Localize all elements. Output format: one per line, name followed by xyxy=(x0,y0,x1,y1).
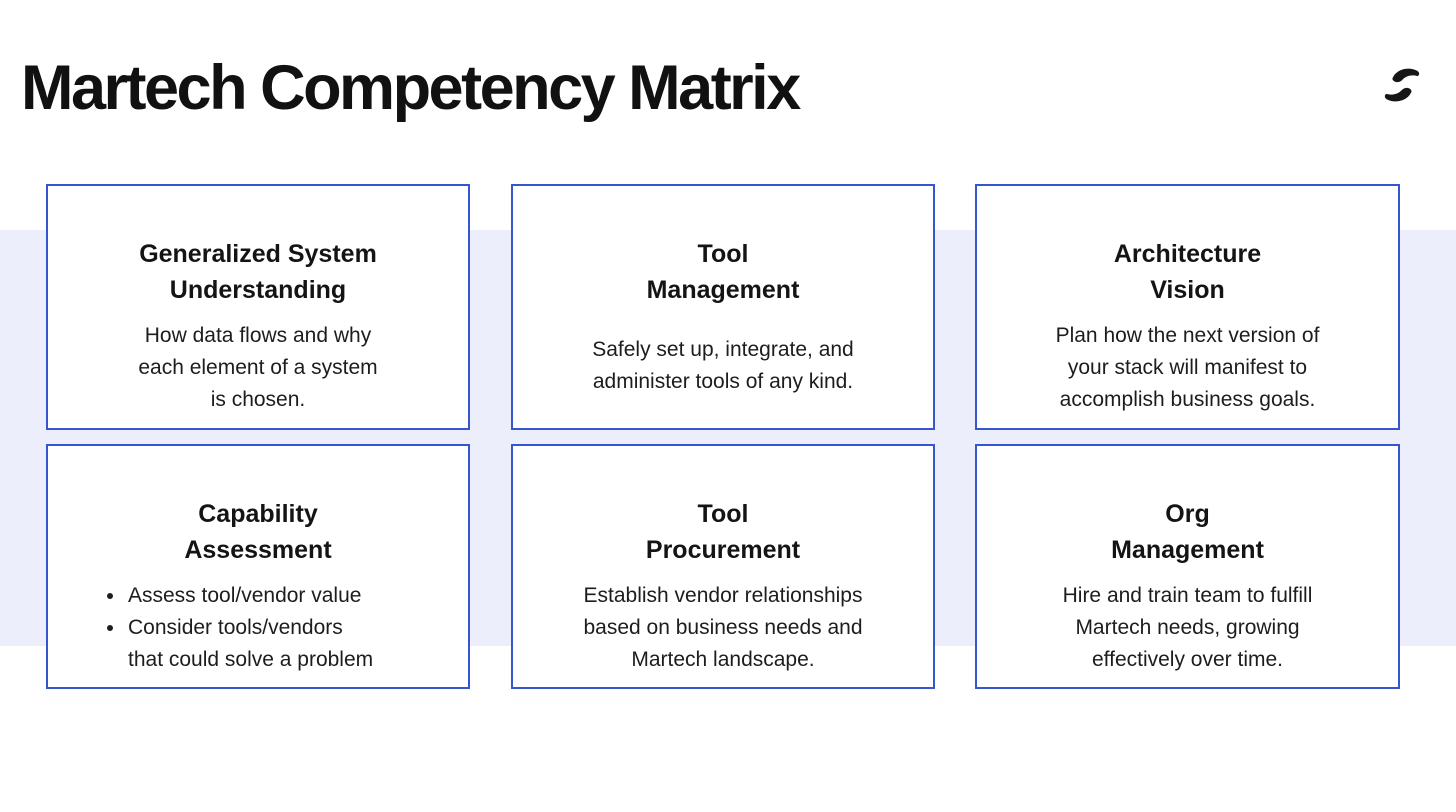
card-title-line: Capability xyxy=(198,500,318,528)
card-title: Generalized System Understanding xyxy=(139,236,377,308)
card-body-line: Establish vendor relationships xyxy=(583,584,863,607)
card-title-line: Tool xyxy=(697,240,749,268)
card-body-line: Martech landscape. xyxy=(631,648,815,671)
card-body-line: Plan how the next version of xyxy=(1055,324,1320,347)
card-body-line: Martech needs, growing xyxy=(1075,616,1300,639)
swoosh-mark-icon xyxy=(1384,68,1420,102)
card-title-line: Management xyxy=(1111,536,1264,564)
card-body-line: based on business needs and xyxy=(583,616,863,639)
bullet-line: Assess tool/vendor value xyxy=(128,584,362,607)
card-capability-assessment: Capability Assessment Assess tool/vendor… xyxy=(46,444,470,689)
card-body-line: How data flows and why xyxy=(144,324,372,347)
card-body: Safely set up, integrate, and administer… xyxy=(592,334,854,398)
card-architecture-vision: Architecture Vision Plan how the next ve… xyxy=(975,184,1400,430)
card-body: Hire and train team to fulfill Martech n… xyxy=(1063,580,1313,676)
card-body-line: Hire and train team to fulfill xyxy=(1062,584,1313,607)
card-body: How data flows and why each element of a… xyxy=(138,320,377,416)
card-body: Establish vendor relationships based on … xyxy=(583,580,862,676)
bullet-line: that could solve a problem xyxy=(128,648,374,671)
card-org-management: Org Management Hire and train team to fu… xyxy=(975,444,1400,689)
card-body-line: is chosen. xyxy=(210,388,306,411)
card-title-line: Vision xyxy=(1150,276,1225,304)
card-body-line: each element of a system xyxy=(138,356,378,379)
card-title-line: Assessment xyxy=(184,536,332,564)
card-body-line: Safely set up, integrate, and xyxy=(592,338,854,361)
card-title: Architecture Vision xyxy=(1114,236,1261,308)
card-title: Org Management xyxy=(1111,496,1264,568)
card-title-line: Management xyxy=(646,276,800,304)
card-bullet-list: Assess tool/vendor value Consider tools/… xyxy=(100,580,373,676)
card-title-line: Understanding xyxy=(169,276,347,304)
card-title-line: Architecture xyxy=(1113,240,1262,268)
card-title-line: Generalized System xyxy=(139,240,377,268)
card-body: Plan how the next version of your stack … xyxy=(1056,320,1320,416)
bullet-item: Assess tool/vendor value xyxy=(126,580,373,612)
page-title: Martech Competency Matrix xyxy=(21,53,801,123)
card-tool-procurement: Tool Procurement Establish vendor relati… xyxy=(511,444,935,689)
card-body-line: your stack will manifest to xyxy=(1067,356,1308,379)
bullet-item: Consider tools/vendors that could solve … xyxy=(126,612,373,676)
card-title-line: Procurement xyxy=(645,536,801,564)
card-tool-management: Tool Management Safely set up, integrate… xyxy=(511,184,935,430)
card-body-line: effectively over time. xyxy=(1091,648,1284,671)
card-title-line: Tool xyxy=(697,500,749,528)
card-title: Tool Management xyxy=(647,236,800,308)
card-title: Tool Procurement xyxy=(646,496,800,568)
card-body-line: accomplish business goals. xyxy=(1059,388,1316,411)
card-title-line: Org xyxy=(1165,500,1210,528)
card-title: Capability Assessment xyxy=(184,496,331,568)
card-body-line: administer tools of any kind. xyxy=(592,370,854,393)
card-generalized-system-understanding: Generalized System Understanding How dat… xyxy=(46,184,470,430)
bullet-line: Consider tools/vendors xyxy=(128,616,343,639)
